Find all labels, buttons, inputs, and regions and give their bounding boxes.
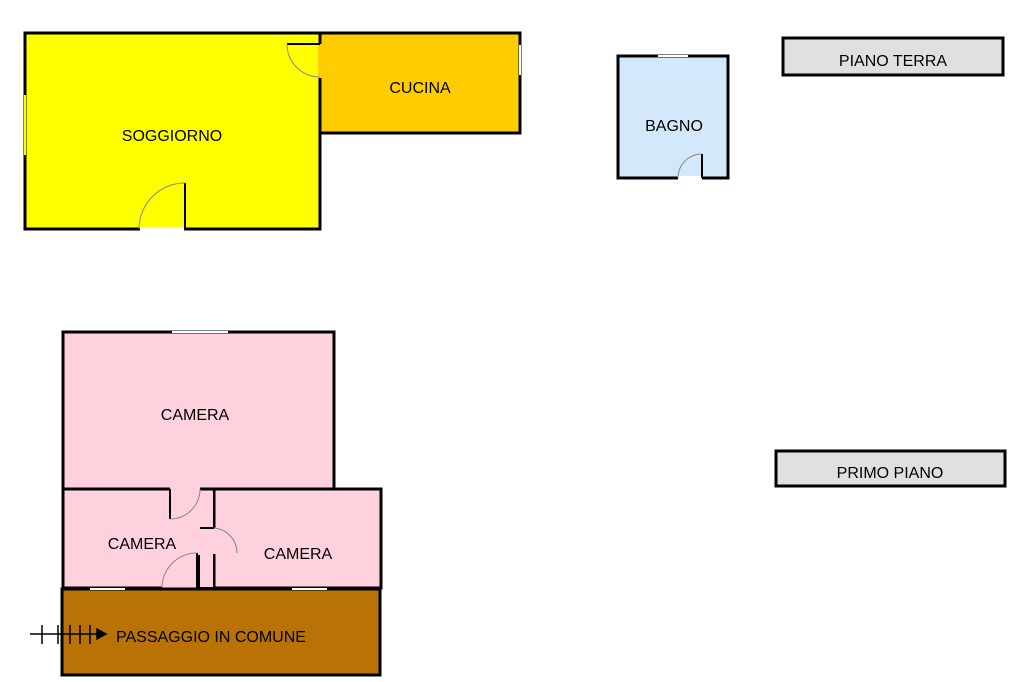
- floor-tag-piano-terra-label: PIANO TERRA: [839, 53, 948, 70]
- label-camera-left: CAMERA: [108, 536, 177, 553]
- room-camera-left: [61, 487, 216, 590]
- floor-tag-primo-piano: [774, 449, 1007, 488]
- floor-tag-primo-piano-label: PRIMO PIANO: [837, 465, 944, 482]
- label-passaggio: PASSAGGIO IN COMUNE: [116, 629, 306, 646]
- corridor: [199, 491, 213, 587]
- label-cucina: CUCINA: [389, 80, 451, 97]
- room-camera-right: [212, 487, 383, 590]
- door-arc-camera-right: [213, 527, 238, 554]
- first-floor: CAMERA CAMERA CAMERA PASSAGGIO IN COMUNE…: [30, 330, 1007, 677]
- entry-arrow-icon: [30, 625, 108, 644]
- room-soggiorno: [23, 31, 322, 231]
- room-bagno: [616, 54, 730, 180]
- label-camera-large: CAMERA: [161, 407, 230, 424]
- door-arc-camera-large: [169, 488, 201, 520]
- door-arc-soggiorno: [138, 182, 186, 230]
- floor-tag-piano-terra: [781, 36, 1005, 77]
- label-bagno: BAGNO: [645, 118, 703, 135]
- ground-floor: SOGGIORNO CUCINA BAGNO PIANO TERRA: [23, 31, 1005, 231]
- label-camera-right: CAMERA: [264, 546, 333, 563]
- room-passaggio: [60, 587, 382, 677]
- door-arc-bagno: [677, 153, 703, 179]
- room-cucina: [318, 31, 522, 135]
- door-arc-cucina: [286, 43, 321, 78]
- label-soggiorno: SOGGIORNO: [122, 128, 222, 145]
- door-arc-camera-left: [161, 552, 198, 589]
